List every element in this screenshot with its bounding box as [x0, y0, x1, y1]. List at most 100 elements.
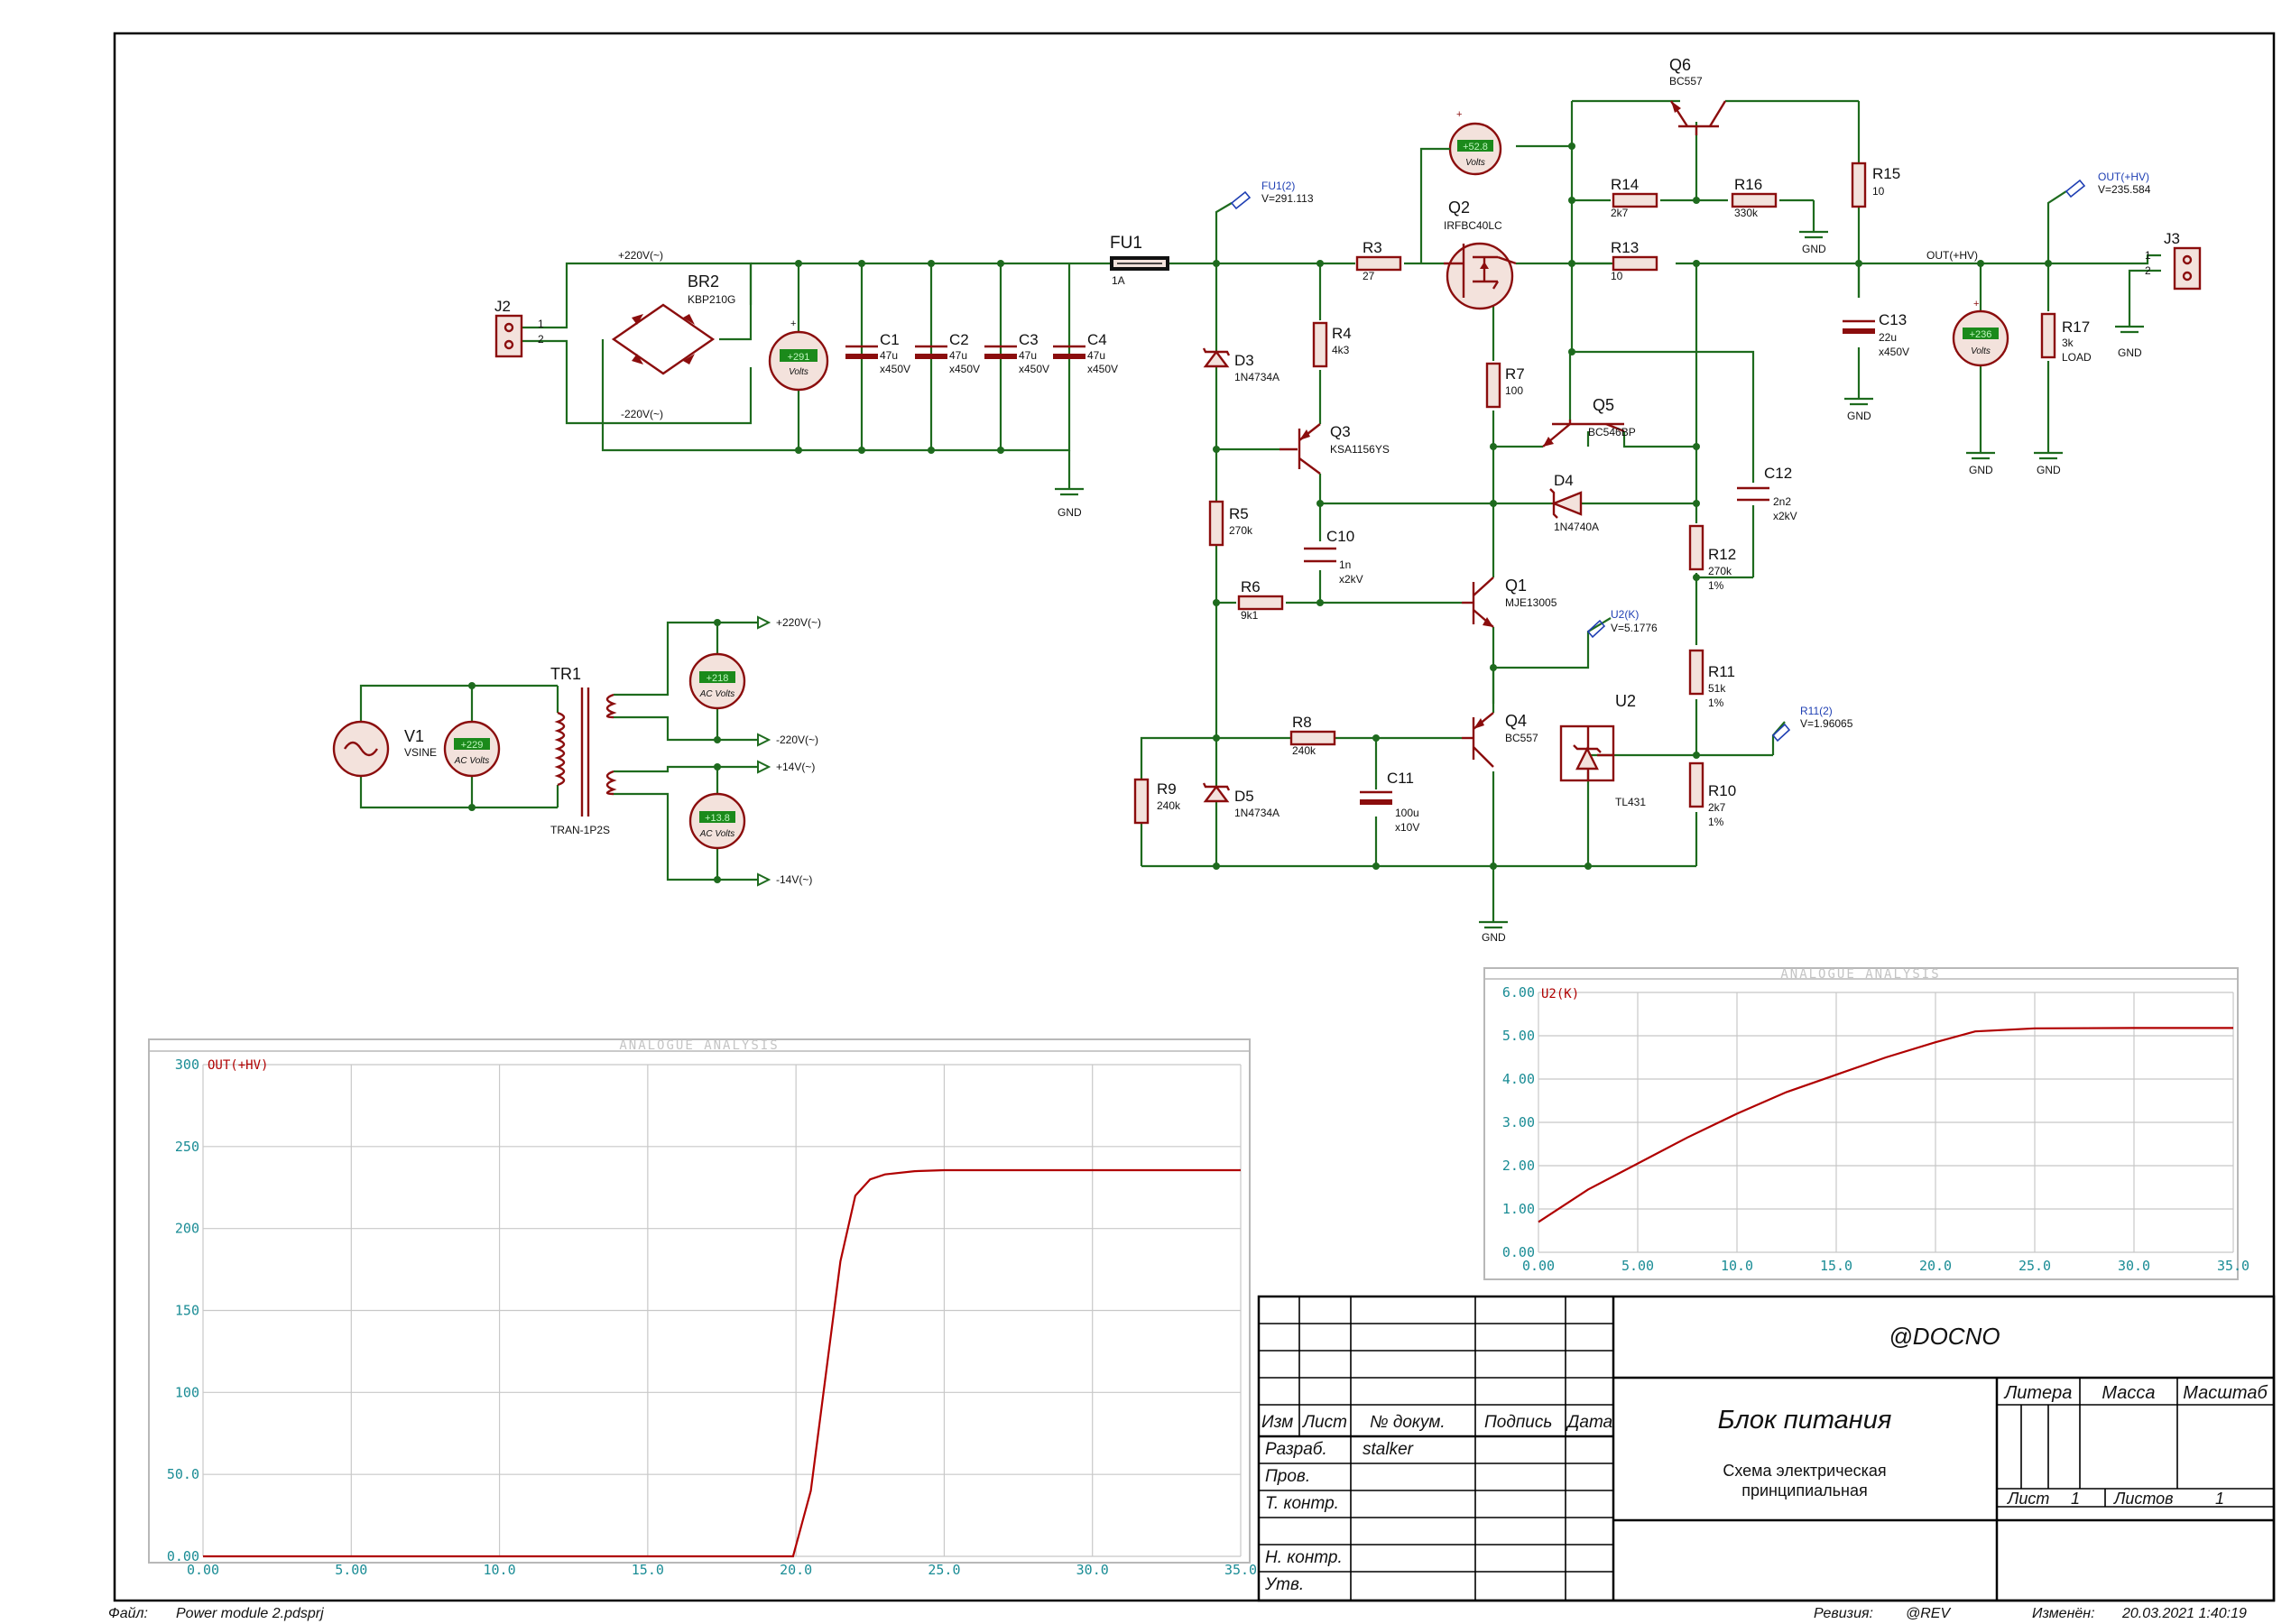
- resistor-r11[interactable]: R11 51k 1%: [1688, 649, 1735, 709]
- ground-icon: [1053, 476, 1085, 496]
- q4-value: BC557: [1505, 732, 1538, 744]
- r16-value: 330k: [1734, 207, 1759, 219]
- meter-0-unit: Volts: [789, 367, 808, 377]
- term-m14: -14V(~): [776, 873, 812, 886]
- c11-value: 100u: [1395, 807, 1419, 819]
- zener-d3[interactable]: D3 1N4734A: [1202, 346, 1279, 383]
- resistor-r5[interactable]: R5 270k: [1208, 500, 1253, 547]
- graph1-ytick-label: 100: [175, 1384, 199, 1400]
- resistor-r16[interactable]: R16 330k: [1731, 176, 1778, 219]
- q6-ref: Q6: [1669, 56, 1691, 74]
- r11-tol: 1%: [1708, 697, 1724, 709]
- c3-ref: C3: [1019, 331, 1039, 348]
- resistor-r14[interactable]: R14 2k7: [1611, 176, 1658, 219]
- graph1-xtick-label: 35.0: [1224, 1562, 1257, 1578]
- br2-ref: BR2: [688, 272, 719, 291]
- resistor-r10[interactable]: R10 2k7 1%: [1688, 761, 1736, 828]
- connector-j3[interactable]: J3 1 2: [2145, 230, 2202, 291]
- c11-ref: C11: [1387, 770, 1414, 787]
- q4-ref: Q4: [1505, 712, 1527, 730]
- meter-4-unit: AC Volts: [699, 689, 735, 699]
- resistor-r7[interactable]: R7 100: [1485, 362, 1525, 409]
- capacitor-c3[interactable]: C3 47u x450V: [983, 331, 1049, 375]
- graph1-xtick-label: 0.00: [187, 1562, 219, 1578]
- tb-nkontr: Н. контр.: [1265, 1548, 1343, 1567]
- capacitor-c10[interactable]: C10 1n x2kV: [1304, 528, 1363, 586]
- resistor-r9[interactable]: R9 240k: [1133, 778, 1181, 825]
- probe-fu1: FU1(2) V=291.113: [1230, 180, 1314, 210]
- tb-massa: Масса: [2102, 1383, 2155, 1403]
- graph2-series-label: U2(K): [1541, 987, 1579, 1001]
- j3-ref: J3: [2164, 230, 2180, 247]
- transistor-q6[interactable]: Q6 BC557: [1669, 56, 1727, 135]
- capacitor-c1[interactable]: C1 47u x450V: [844, 331, 910, 375]
- resistor-r13[interactable]: R13 10: [1611, 239, 1658, 282]
- transistor-q4[interactable]: Q4 BC557: [1462, 712, 1538, 768]
- r6-value: 9k1: [1241, 609, 1259, 622]
- tb-docno: @DOCNO: [1889, 1323, 2000, 1350]
- tb-author: stalker: [1363, 1440, 1414, 1459]
- connector-j2[interactable]: J2 1 2: [494, 298, 544, 358]
- voltmeter-ac-hv: +218 AC Volts: [688, 652, 746, 710]
- br2-value: KBP210G: [688, 293, 735, 306]
- wiring: [359, 99, 2161, 911]
- c2-ref: C2: [949, 331, 969, 348]
- resistor-r4[interactable]: R4 4k3: [1312, 321, 1352, 368]
- j3-pin1: 1: [2145, 249, 2151, 262]
- transformer-tr1[interactable]: TR1 TRAN-1P2S: [550, 665, 617, 836]
- voltmeter-ac-primary: +229 AC Volts: [443, 720, 501, 778]
- r10-value: 2k7: [1708, 801, 1726, 814]
- source-v1[interactable]: V1 VSINE: [332, 720, 437, 778]
- capacitor-c12[interactable]: C12 2n2 x2kV: [1737, 465, 1797, 522]
- tr1-value: TRAN-1P2S: [550, 824, 610, 836]
- capacitor-c11[interactable]: C11 100u x10V: [1360, 770, 1419, 834]
- c3-voltage: x450V: [1019, 363, 1049, 375]
- zener-d5[interactable]: D5 1N4734A: [1202, 781, 1279, 819]
- capacitor-c13[interactable]: C13 22u x450V: [1841, 311, 1909, 358]
- r14-ref: R14: [1611, 176, 1639, 193]
- c12-voltage: x2kV: [1773, 510, 1797, 522]
- r10-tol: 1%: [1708, 816, 1724, 828]
- meter-3-value: +229: [461, 740, 484, 751]
- transistor-q3[interactable]: Q3 KSA1156YS: [1279, 423, 1390, 475]
- gnd-label-4: GND: [1969, 464, 1993, 476]
- j2-ref: J2: [494, 298, 511, 315]
- graph1-xtick-label: 30.0: [1076, 1562, 1109, 1578]
- c10-voltage: x2kV: [1339, 573, 1363, 586]
- capacitor-c2[interactable]: C2 47u x450V: [913, 331, 980, 375]
- svg-text:+: +: [790, 318, 796, 329]
- j3-pin2: 2: [2145, 264, 2151, 277]
- graph2-xtick-label: 20.0: [1919, 1258, 1952, 1274]
- d4-value: 1N4740A: [1554, 521, 1599, 533]
- resistor-r17[interactable]: R17 3k LOAD: [2040, 312, 2092, 364]
- capacitor-c4[interactable]: C4 47u x450V: [1051, 331, 1118, 375]
- transistor-q5[interactable]: Q5 BC546BP: [1542, 396, 1636, 448]
- graph1-series-line: [203, 1168, 1241, 1558]
- ground-icon: [1797, 219, 1830, 239]
- probe-r11-name: R11(2): [1800, 705, 1833, 717]
- resistor-r6[interactable]: R6 9k1: [1237, 578, 1284, 622]
- c4-value: 47u: [1087, 349, 1105, 362]
- gnd-label-3: GND: [1847, 410, 1871, 422]
- graph1-xtick-label: 25.0: [928, 1562, 960, 1578]
- fuse-fu1[interactable]: FU1 1A: [1110, 234, 1169, 287]
- v1-ref: V1: [404, 727, 424, 745]
- graph1-ytick-label: 50.0: [167, 1466, 199, 1482]
- transistor-q1[interactable]: Q1 MJE13005: [1462, 577, 1557, 628]
- term-p220: +220V(~): [776, 616, 821, 629]
- r12-ref: R12: [1708, 546, 1736, 563]
- zener-d4[interactable]: D4 1N4740A: [1549, 472, 1599, 533]
- bridge-br2[interactable]: BR2 KBP210G: [611, 272, 735, 375]
- resistor-r12[interactable]: R12 270k 1%: [1688, 524, 1736, 592]
- graph1-title: ANALOGUE ANALYSIS: [619, 1038, 779, 1053]
- resistor-r15[interactable]: R15 10: [1851, 161, 1900, 208]
- mosfet-q2[interactable]: Q2 IRFBC40LC: [1444, 198, 1517, 310]
- reference-u2[interactable]: U2 TL431: [1559, 692, 1646, 808]
- voltmeter-input: +291 Volts +: [768, 318, 829, 392]
- resistor-r8[interactable]: R8 240k: [1289, 714, 1336, 757]
- c1-ref: C1: [880, 331, 900, 348]
- graph2-xtick-label: 10.0: [1721, 1258, 1753, 1274]
- resistor-r3[interactable]: R3 27: [1355, 239, 1402, 282]
